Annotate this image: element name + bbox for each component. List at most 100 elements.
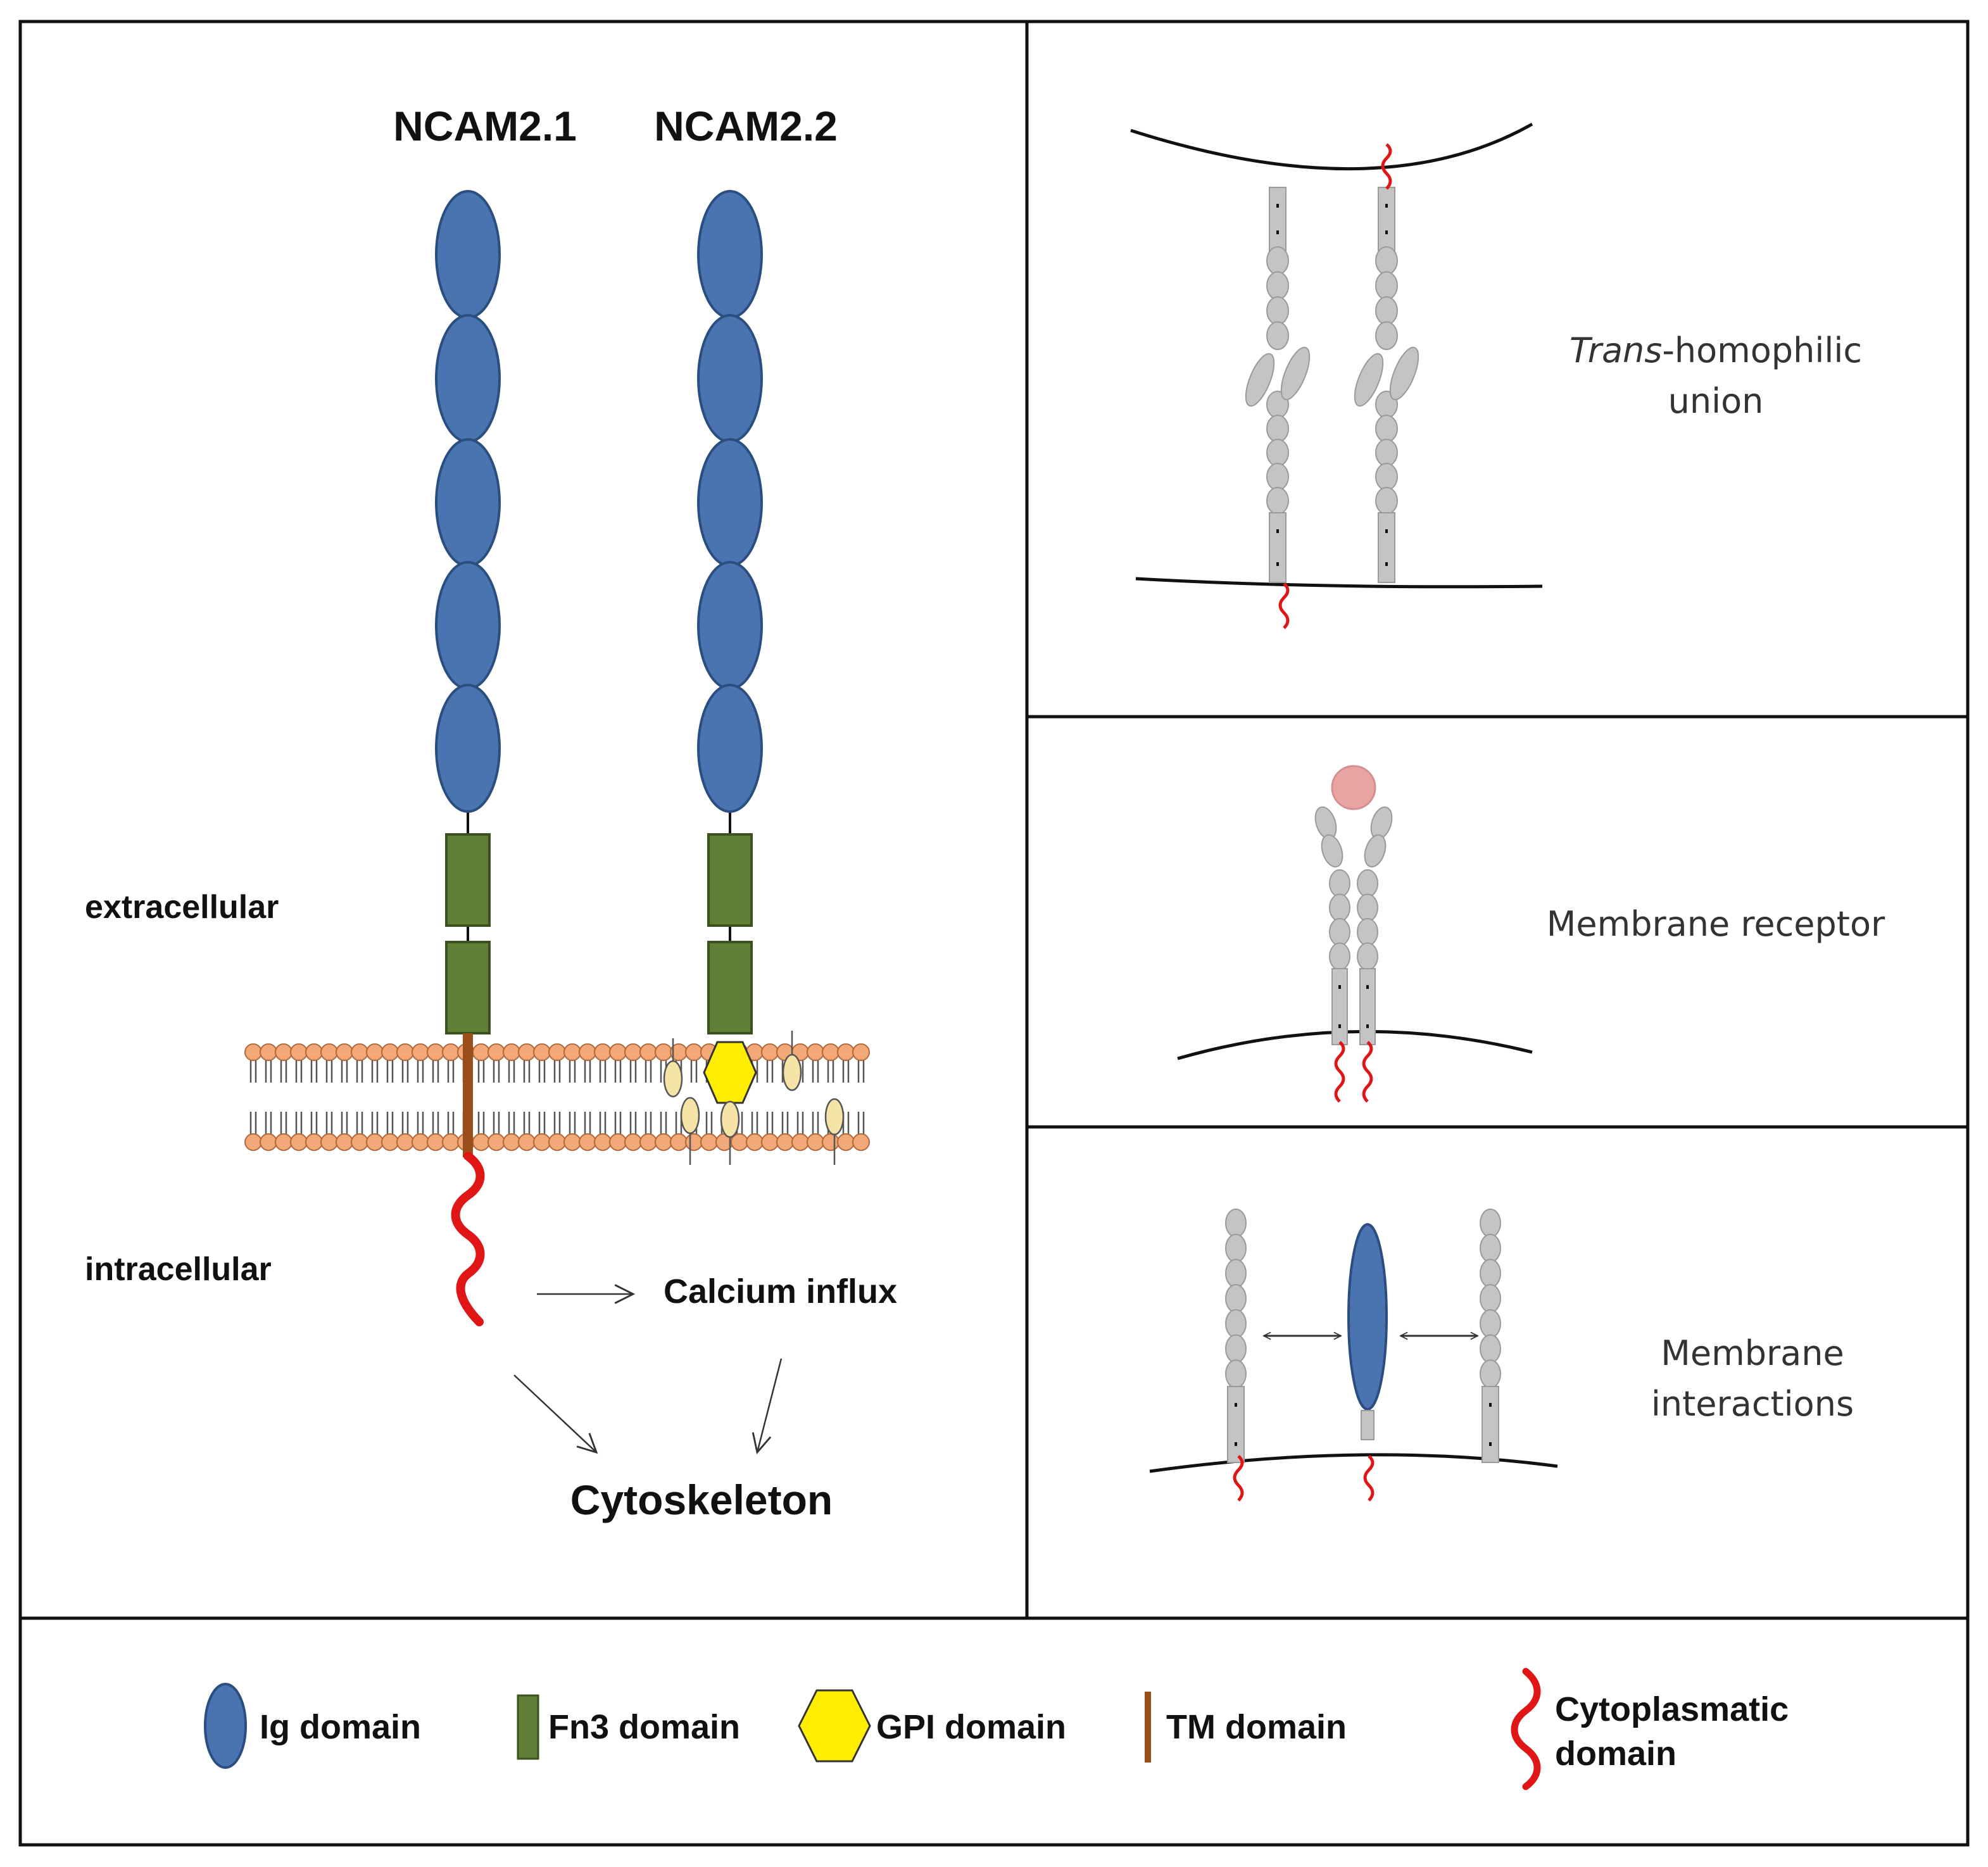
legend-tm-label: TM domain: [1166, 1708, 1347, 1746]
fn3-swatch-icon: [517, 1694, 539, 1760]
ig-domain: [435, 314, 501, 443]
grey-ig-domain: [1375, 271, 1398, 300]
lipid-head: [700, 1133, 718, 1151]
fn3-domain: [445, 833, 491, 927]
fn3-domain: [707, 941, 753, 1034]
legend-cyto: Cytoplasmatic domain: [1511, 1668, 1789, 1790]
lipid-head: [351, 1133, 368, 1151]
grey-ig-domain: [1375, 296, 1398, 325]
lipid-head: [381, 1043, 399, 1061]
fn3-domain: [707, 833, 753, 927]
ncam21-label: NCAM2.1: [393, 103, 577, 149]
upper-membrane: [1130, 122, 1533, 170]
grey-ig-domain: [1225, 1284, 1247, 1313]
lower-membrane: [1135, 577, 1543, 589]
lipid-head: [442, 1133, 460, 1151]
cytoplasmic-tail: [1381, 143, 1392, 190]
lipid-bilayer: [244, 1043, 870, 1151]
legend: Ig domain Fn3 domain GPI domain TM domai…: [204, 1668, 1789, 1790]
lipid-head: [761, 1043, 779, 1061]
grey-ig-domain: [1225, 1334, 1247, 1364]
ncam22-label: NCAM2.2: [654, 103, 838, 149]
grey-fn3-stalk: [1378, 512, 1395, 583]
lipid-head: [609, 1133, 627, 1151]
grey-ig-domain: [1357, 942, 1378, 971]
grey-ig-domain: [1225, 1233, 1247, 1263]
lipid-head: [396, 1133, 414, 1151]
grey-ig-domain: [1266, 296, 1289, 325]
lipid-head: [381, 1133, 399, 1151]
lipid-head: [320, 1133, 338, 1151]
lipid-head: [563, 1043, 581, 1061]
tm-swatch-icon: [1145, 1692, 1151, 1763]
ig-domain-partner: [1347, 1223, 1388, 1411]
ig-domain: [697, 314, 763, 443]
lipid-head: [685, 1133, 703, 1151]
grey-ig-domain: [1364, 834, 1387, 868]
lipid-head: [503, 1133, 520, 1151]
grey-ig-domain: [1266, 246, 1289, 275]
ig-domain: [697, 438, 763, 567]
membrane-receptor-label: Membrane receptor: [1547, 904, 1885, 944]
grey-ig-domain: [1329, 869, 1350, 898]
grey-fn3-stalk: [1378, 187, 1395, 251]
lipid-head: [837, 1133, 855, 1151]
grey-fn3-stalk: [1227, 1386, 1245, 1463]
lipid-head: [260, 1043, 277, 1061]
receptor-molecules: [1314, 806, 1393, 1045]
lipid-head: [244, 1133, 262, 1151]
lipid-head: [320, 1043, 338, 1061]
grey-ig-domain: [1266, 415, 1289, 443]
lipid-head: [472, 1043, 490, 1061]
lipid-head: [594, 1043, 612, 1061]
grey-ig-domain: [1480, 1233, 1501, 1263]
lipid-head: [427, 1133, 444, 1151]
ig-domain: [435, 561, 501, 690]
lipid-head: [746, 1133, 764, 1151]
legend-cyto-label: Cytoplasmatic: [1555, 1690, 1789, 1728]
ig-domain: [697, 190, 763, 319]
lipid-head: [822, 1133, 840, 1151]
lipid-head: [548, 1043, 566, 1061]
cytoskeleton-label: Cytoskeleton: [570, 1476, 833, 1523]
grey-ig-domain: [1329, 942, 1350, 971]
lipid-head: [336, 1133, 353, 1151]
lipid-head: [761, 1133, 779, 1151]
lipid-head: [807, 1043, 824, 1061]
intracellular-label: intracellular: [85, 1251, 272, 1288]
fn3-domain: [445, 941, 491, 1034]
gpi-domain: [703, 1041, 757, 1104]
ncam21-ig-domains: [435, 190, 501, 813]
ligand: [1331, 765, 1376, 810]
lipid-head: [624, 1133, 642, 1151]
lipid-head: [488, 1133, 505, 1151]
lipid-head: [427, 1043, 444, 1061]
grey-ig-domain: [1357, 918, 1378, 946]
lipid-head: [442, 1043, 460, 1061]
signal-arrows: [513, 1284, 783, 1455]
lipid-head: [776, 1133, 794, 1151]
lipid-head: [791, 1133, 809, 1151]
grey-ig-domain: [1480, 1259, 1501, 1288]
grey-fn3-stalk: [1269, 512, 1287, 583]
legend-gpi-label: GPI domain: [876, 1708, 1066, 1746]
grey-ig-domain: [1389, 346, 1419, 401]
lipid-head: [624, 1043, 642, 1061]
lipid-head: [639, 1133, 657, 1151]
legend-ig-label: Ig domain: [260, 1708, 421, 1746]
grey-ig-domain: [1375, 415, 1398, 443]
ig-domain: [435, 684, 501, 813]
grey-ig-domain: [1375, 246, 1398, 275]
lipid-head: [366, 1133, 384, 1151]
lipid-head: [518, 1133, 536, 1151]
lipid-head: [275, 1133, 293, 1151]
membrane: [1149, 1453, 1558, 1473]
grey-ig-domain: [1225, 1209, 1247, 1238]
lipid-head: [548, 1133, 566, 1151]
lipid-head: [837, 1043, 855, 1061]
lipid-head: [579, 1043, 596, 1061]
cytoplasmic-swatch-icon: [1511, 1668, 1541, 1790]
ig-domain: [697, 684, 763, 813]
lipid-head: [655, 1043, 672, 1061]
